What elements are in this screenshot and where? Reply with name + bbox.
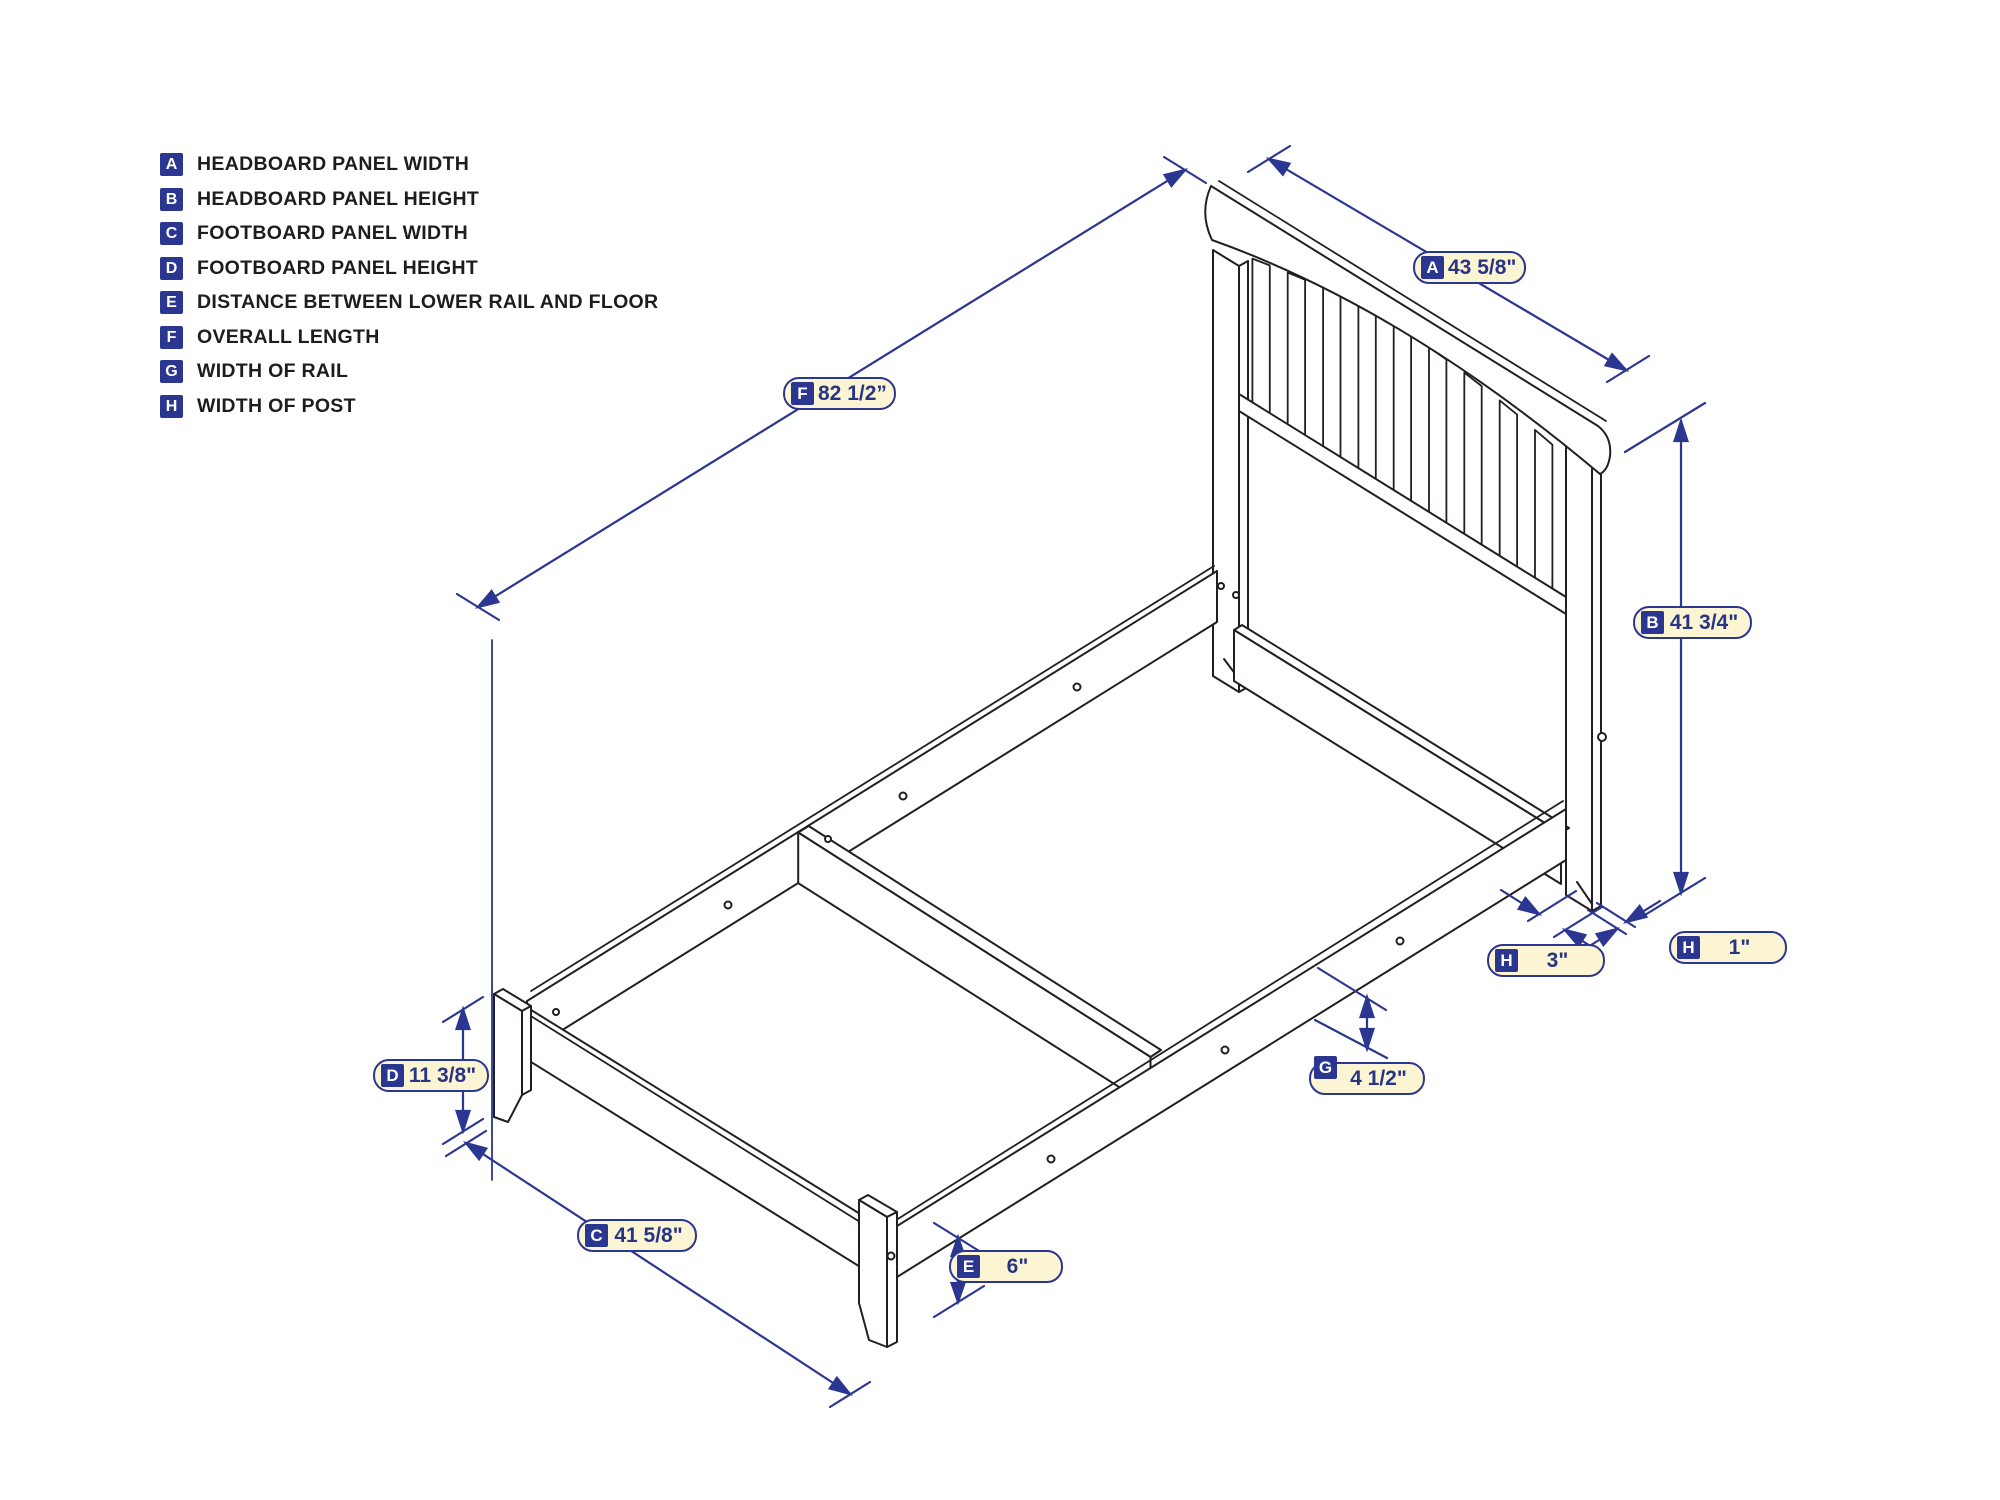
dim-value: 41 5/8" xyxy=(614,1223,683,1247)
dim-letter-badge: H xyxy=(1495,949,1518,972)
legend-letter-badge: E xyxy=(160,291,183,314)
dim-letter-badge: B xyxy=(1641,611,1664,634)
dim-value: 43 5/8" xyxy=(1448,255,1517,279)
dim-label-b: B 41 3/4" xyxy=(1633,606,1752,639)
dim-line-h-face xyxy=(1499,888,1605,956)
legend-letter-badge: B xyxy=(160,188,183,211)
dim-value: 11 3/8" xyxy=(408,1063,477,1087)
dim-letter-badge: E xyxy=(957,1255,980,1278)
dim-label-f: F 82 1/2” xyxy=(783,377,896,410)
dim-value: 41 3/4" xyxy=(1669,610,1739,634)
dim-label-a: A 43 5/8" xyxy=(1413,251,1526,284)
legend-letter-badge: F xyxy=(160,326,183,349)
dim-letter-badge: A xyxy=(1421,256,1444,279)
legend-item-g: G WIDTH OF RAIL xyxy=(160,360,348,383)
dim-letter-badge: F xyxy=(791,382,814,405)
legend-item-h: H WIDTH OF POST xyxy=(160,395,356,418)
dim-value: 3" xyxy=(1546,948,1569,972)
dim-label-c: C 41 5/8" xyxy=(577,1219,697,1252)
center-support-rail xyxy=(797,825,1162,1108)
legend-item-label: HEADBOARD PANEL WIDTH xyxy=(197,153,470,175)
legend-letter-badge: G xyxy=(160,360,183,383)
legend-item-label: WIDTH OF POST xyxy=(197,395,356,417)
legend-item-c: C FOOTBOARD PANEL WIDTH xyxy=(160,222,468,245)
legend-letter-badge: A xyxy=(160,153,183,176)
dim-value: 1" xyxy=(1728,935,1751,959)
legend-item-f: F OVERALL LENGTH xyxy=(160,326,380,349)
legend-item-d: D FOOTBOARD PANEL HEIGHT xyxy=(160,257,478,280)
dim-label-h-side: H 1" xyxy=(1669,931,1787,964)
headboard xyxy=(1204,180,1612,912)
dim-value: 4 1/2" xyxy=(1350,1066,1407,1090)
legend: A HEADBOARD PANEL WIDTH B HEADBOARD PANE… xyxy=(0,0,800,450)
dim-letter-badge: D xyxy=(381,1064,404,1087)
legend-item-b: B HEADBOARD PANEL HEIGHT xyxy=(160,188,479,211)
dim-label-g: G 4 1/2" xyxy=(1309,1056,1425,1095)
dim-letter-badge: H xyxy=(1677,936,1700,959)
dim-value: 6" xyxy=(1006,1254,1029,1278)
dim-letter-badge: G xyxy=(1314,1056,1337,1079)
bed-frame-drawing xyxy=(493,180,1612,1348)
dim-line-c xyxy=(444,1129,872,1409)
legend-item-label: OVERALL LENGTH xyxy=(197,326,380,348)
legend-letter-badge: H xyxy=(160,395,183,418)
legend-item-label: DISTANCE BETWEEN LOWER RAIL AND FLOOR xyxy=(197,291,659,313)
dim-value: 82 1/2” xyxy=(818,381,887,405)
dim-line-g xyxy=(1313,966,1389,1060)
dim-label-h-face: H 3" xyxy=(1487,944,1605,977)
left-side-rail xyxy=(526,565,1218,1053)
legend-item-label: FOOTBOARD PANEL HEIGHT xyxy=(197,257,479,279)
dim-line-b xyxy=(1623,401,1707,920)
legend-item-e: E DISTANCE BETWEEN LOWER RAIL AND FLOOR xyxy=(160,291,658,314)
legend-letter-badge: D xyxy=(160,257,183,280)
dim-label-e: E 6" xyxy=(949,1250,1063,1283)
footboard xyxy=(493,988,898,1348)
right-side-rail xyxy=(888,800,1567,1283)
legend-item-label: FOOTBOARD PANEL WIDTH xyxy=(197,222,468,244)
legend-item-label: HEADBOARD PANEL HEIGHT xyxy=(197,188,480,210)
legend-item-a: A HEADBOARD PANEL WIDTH xyxy=(160,153,469,176)
dim-letter-badge: C xyxy=(585,1224,608,1247)
dim-label-d: D 11 3/8" xyxy=(373,1059,489,1092)
legend-item-label: WIDTH OF RAIL xyxy=(197,360,349,382)
legend-letter-badge: C xyxy=(160,222,183,245)
